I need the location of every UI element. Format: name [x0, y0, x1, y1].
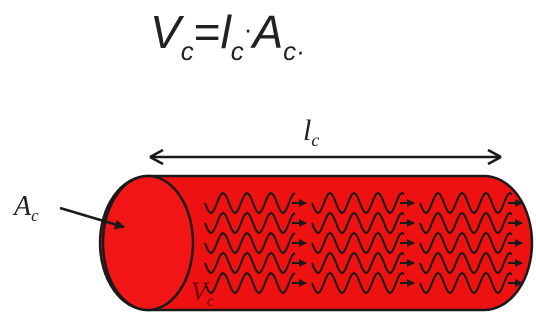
length-label: lc [303, 114, 319, 150]
area-label: Ac [12, 191, 39, 225]
cylinder-front-face [103, 176, 193, 310]
